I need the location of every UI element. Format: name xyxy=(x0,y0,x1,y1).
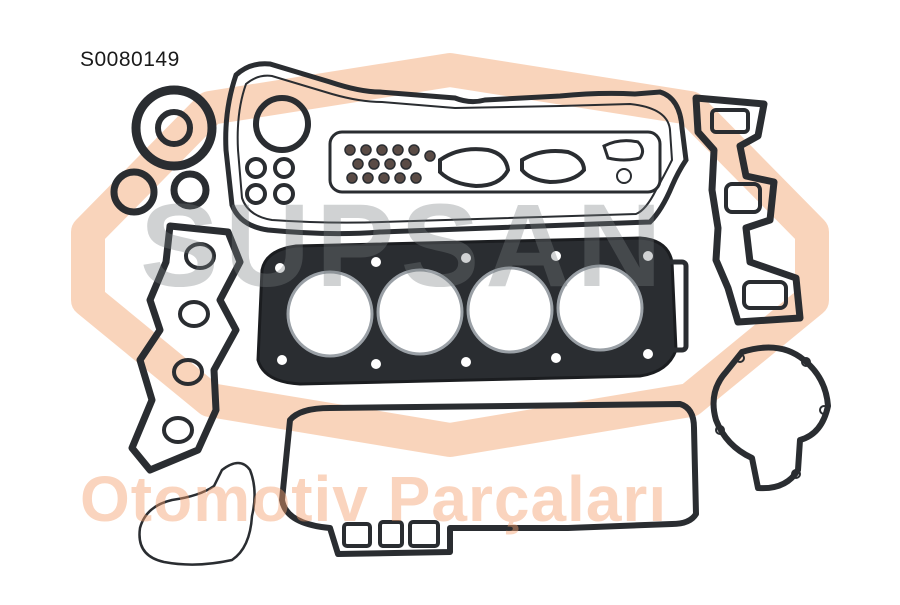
water-pump-gasket xyxy=(710,344,831,492)
watermark-brand: SUPSAN xyxy=(140,180,668,312)
head-gasket-tab xyxy=(657,259,689,353)
head-bolt-holes xyxy=(275,251,653,369)
oil-pan-gasket xyxy=(279,401,699,557)
intake-manifold-gasket xyxy=(128,222,244,474)
exhaust-ports xyxy=(710,108,788,310)
oil-seal-right xyxy=(170,170,210,210)
cylinder-bores xyxy=(286,264,644,358)
spark-plug-seals xyxy=(245,157,295,205)
large-o-ring xyxy=(253,95,311,153)
small-o-ring xyxy=(616,168,632,184)
intake-ports xyxy=(162,242,216,444)
watermark-subtitle: Otomotiv Parçaları xyxy=(80,463,668,535)
crankshaft-seal-inner xyxy=(155,109,193,147)
product-code: S0080149 xyxy=(80,48,180,71)
valve-cover-gasket xyxy=(223,61,689,237)
oil-seal-left xyxy=(110,168,158,216)
watermark-hexagon xyxy=(71,53,829,457)
timing-cover-ports xyxy=(342,520,440,548)
valve-stem-seals xyxy=(344,144,436,184)
water-pump-bolt-holes xyxy=(715,353,829,479)
small-flange-gasket-2 xyxy=(520,149,587,185)
oil-strainer-gasket xyxy=(138,461,256,566)
small-flange-gasket-3 xyxy=(602,139,645,162)
small-flange-gasket-1 xyxy=(438,147,511,189)
exhaust-manifold-gasket xyxy=(692,94,804,326)
valve-seal-frame xyxy=(328,130,662,194)
crankshaft-seal-large xyxy=(131,85,217,171)
